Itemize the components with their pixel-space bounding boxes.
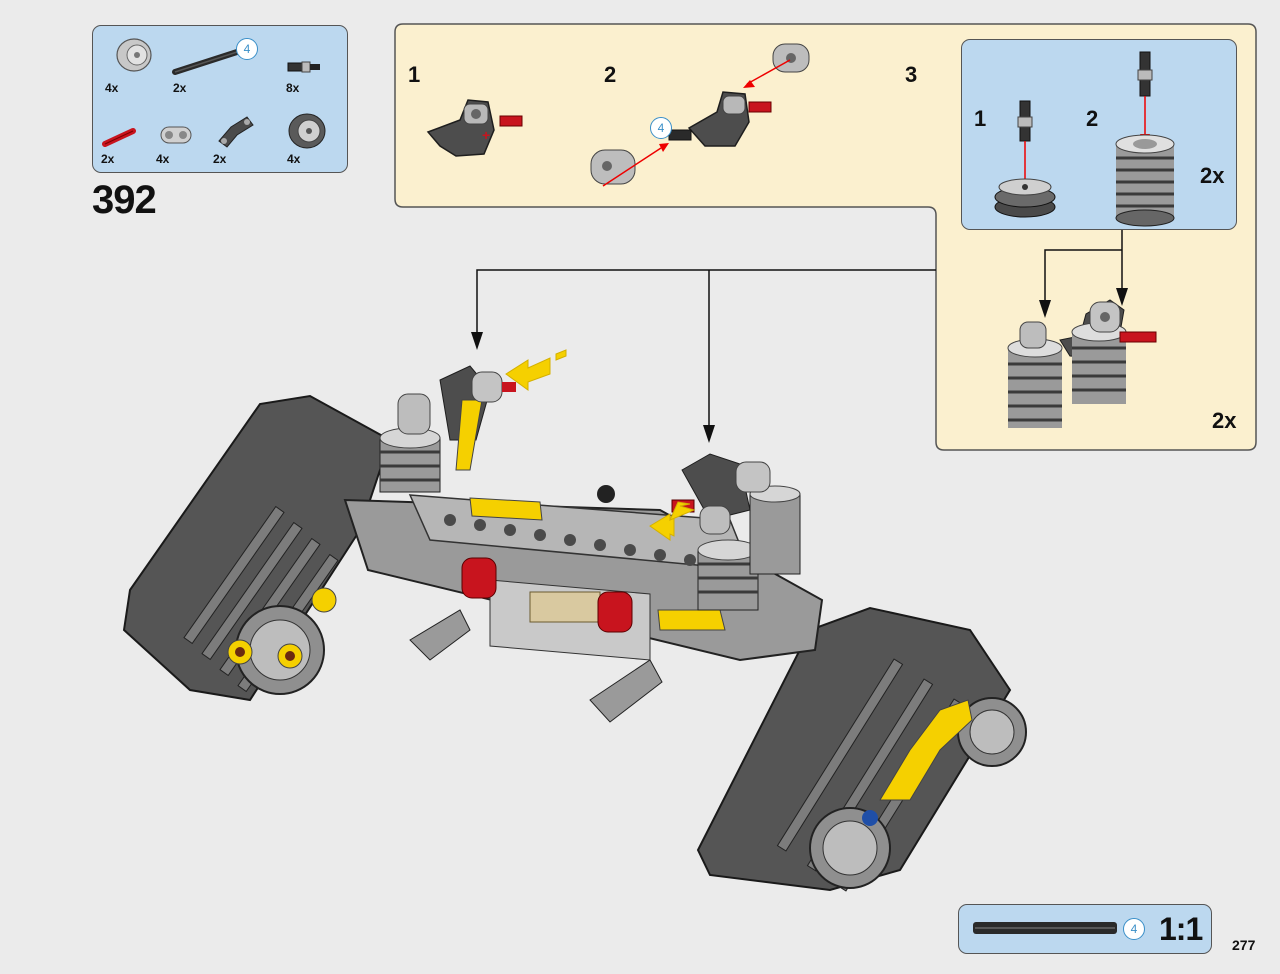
dark-gray-pulley-icon xyxy=(288,113,326,149)
page-number: 277 xyxy=(1232,937,1256,953)
chassis xyxy=(311,485,824,723)
red-axle-icon xyxy=(102,128,136,147)
svg-text:+: + xyxy=(482,127,490,143)
callout-arrows xyxy=(476,228,1123,428)
substep-number: 1 xyxy=(408,62,421,87)
black-axle-icon xyxy=(172,49,240,75)
inner-callout-panel: 1 2 2x xyxy=(961,39,1237,230)
parts-list-panel: 4x 4 2x 8x 2x 4x 2x 4x xyxy=(92,25,348,173)
stacked-pulley-icon xyxy=(1115,51,1175,227)
substep-number: 1 xyxy=(974,106,987,131)
axle-length-badge: 4 xyxy=(650,117,672,139)
right-pulley-towers xyxy=(671,453,801,611)
left-pulley-towers xyxy=(379,365,516,493)
scale-label: 1:1 xyxy=(1159,911,1203,947)
left-pulley-stack xyxy=(1007,321,1063,428)
dark-gray-bent-beam-icon xyxy=(218,116,254,148)
axle-length-badge: 4 xyxy=(236,38,258,60)
right-pulley-stack xyxy=(1071,322,1127,404)
callout-multiplier: 2x xyxy=(1212,408,1237,433)
callout-multiplier: 2x xyxy=(1200,163,1225,188)
substep-1-bent-beam-icon: + xyxy=(426,99,523,157)
axle-length-badge: 4 xyxy=(1123,918,1145,940)
parts-qty: 2x xyxy=(173,81,187,95)
pulley-with-pin-icon xyxy=(994,100,1056,218)
pin-with-axle-icon xyxy=(287,61,320,73)
light-gray-connector-icon xyxy=(160,126,192,144)
parts-qty: 2x xyxy=(101,152,115,166)
gray-wheel-hub-icon xyxy=(116,38,152,72)
substep-number: 2 xyxy=(604,62,617,87)
step-number: 392 xyxy=(92,178,157,222)
parts-qty: 4x xyxy=(105,81,119,95)
tracked-vehicle-model xyxy=(122,349,1027,892)
parts-qty: 2x xyxy=(213,152,227,166)
axle-scale-icon xyxy=(973,922,1117,934)
parts-qty: 8x xyxy=(286,81,300,95)
substep-number: 2 xyxy=(1086,106,1099,131)
left-track xyxy=(122,394,392,702)
substep-2-assembly-icon xyxy=(590,43,810,187)
substep-number: 3 xyxy=(905,62,918,87)
insertion-arrows xyxy=(505,349,696,541)
parts-qty: 4x xyxy=(287,152,301,166)
right-track xyxy=(696,606,1027,892)
wheel-bracket-assembly-icon xyxy=(1007,299,1157,428)
scale-reference-panel: 4 1:1 xyxy=(958,904,1212,954)
parts-qty: 4x xyxy=(156,152,170,166)
